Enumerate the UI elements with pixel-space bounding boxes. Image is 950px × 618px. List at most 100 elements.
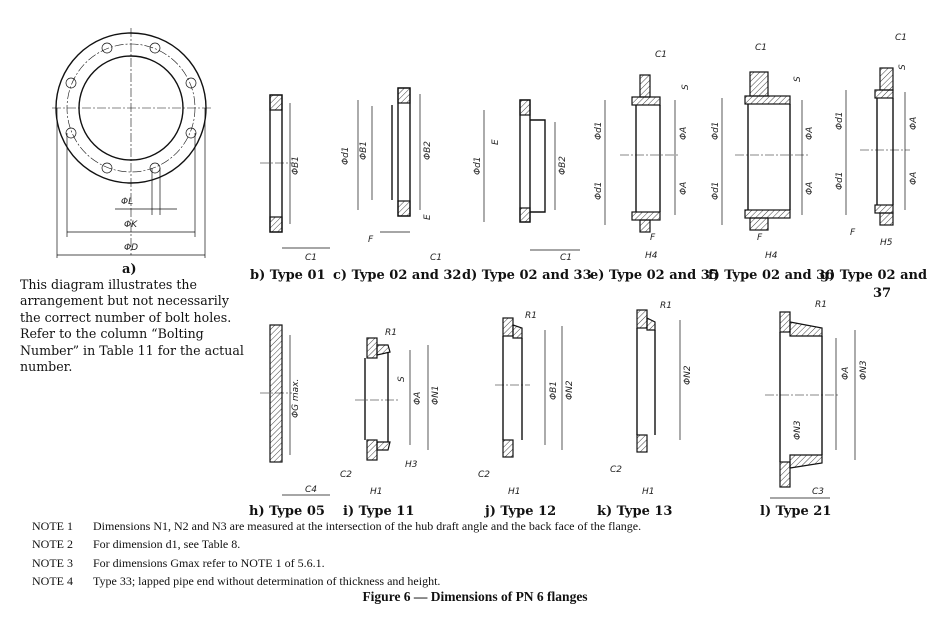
dim-label: ΦB2 xyxy=(423,141,433,160)
type-05: ΦG max. C4 h) Type 05 xyxy=(249,324,330,519)
dim-label: H1 xyxy=(370,487,383,497)
dim-label: ΦN2 xyxy=(683,365,693,385)
dim-label: C2 xyxy=(340,470,352,480)
note-label: NOTE 2 xyxy=(32,537,73,552)
dim-label: S xyxy=(793,76,803,82)
caption-c: c) Type 02 and 32 xyxy=(333,268,461,283)
dim-label: ΦA xyxy=(805,182,815,195)
type-02-33: Φd1 E ΦB2 C1 d) Type 02 and 33 xyxy=(462,99,592,283)
dim-label: C1 xyxy=(755,43,767,53)
dim-label: ΦA xyxy=(909,117,919,130)
dim-label: C1 xyxy=(305,253,317,263)
type-13: R1 ΦN2 C2 H1 k) Type 13 xyxy=(597,301,693,519)
dim-label: C1 xyxy=(895,33,907,43)
caption-e: e) Type 02 and 35 xyxy=(590,268,719,283)
caption-d: d) Type 02 and 33 xyxy=(462,268,592,283)
dim-label: C1 xyxy=(430,253,442,263)
dim-label: Φd1 xyxy=(594,121,604,140)
dim-label: S xyxy=(397,376,407,382)
caption-g-line2: 37 xyxy=(873,286,891,301)
type-21: R1 ΦA ΦN3 ΦN3 C3 l) Type 21 xyxy=(760,300,869,519)
note-3: NOTE 3 For dimensions Gmax refer to NOTE … xyxy=(32,554,641,572)
note-text: For dimension d1, see Table 8. xyxy=(93,537,241,552)
type-02-32: Φd1 ΦB1 ΦB2 E F C1 c) Type 02 and 32 xyxy=(333,87,461,283)
dim-label: R1 xyxy=(815,300,827,310)
caption-b: b) Type 01 xyxy=(250,268,326,283)
dim-label: ΦA xyxy=(679,127,689,140)
dim-label: C1 xyxy=(655,50,667,60)
dim-label: Φd1 xyxy=(711,121,721,140)
bolt-holes xyxy=(65,42,197,174)
dim-label: H4 xyxy=(645,251,658,261)
dim-label: H1 xyxy=(508,487,521,497)
dim-label: Φd1 xyxy=(594,181,604,200)
dim-label: C4 xyxy=(305,485,317,495)
type-01: ΦB1 C1 b) Type 01 xyxy=(250,94,330,283)
dim-label: ΦA xyxy=(679,182,689,195)
dim-label: F xyxy=(650,233,656,243)
caption-a: a) xyxy=(122,262,137,277)
dim-label: C1 xyxy=(560,253,572,263)
dim-label: E xyxy=(491,139,501,145)
dim-label: S xyxy=(681,84,691,90)
caption-g: g) Type 02 and xyxy=(820,268,927,283)
figure-title: Figure 6 — Dimensions of PN 6 flanges xyxy=(362,589,588,604)
dim-label: ΦN3 xyxy=(859,360,869,380)
dim-label: F xyxy=(757,233,763,243)
dim-label: ΦA xyxy=(413,392,423,405)
dim-label: F xyxy=(368,235,374,245)
note-label: NOTE 1 xyxy=(32,519,73,533)
dim-label: ΦA xyxy=(841,367,851,380)
dim-label: C2 xyxy=(610,465,622,475)
dim-label: E xyxy=(423,214,433,220)
dim-label: S xyxy=(898,64,908,70)
note-4: NOTE 4 Type 33; lapped pipe end without d… xyxy=(32,572,641,590)
dim-label: Φd1 xyxy=(835,171,845,190)
dim-label: ΦA xyxy=(909,172,919,185)
dim-label: C2 xyxy=(478,470,490,480)
dim-label: H1 xyxy=(642,487,655,497)
caption-l: l) Type 21 xyxy=(760,504,831,519)
dim-K: ΦK xyxy=(124,220,138,230)
dim-label: Φd1 xyxy=(835,111,845,130)
dim-L: ΦL xyxy=(121,197,133,207)
caption-i: i) Type 11 xyxy=(343,504,414,519)
type-12: R1 ΦB1 ΦN2 C2 H1 j) Type 12 xyxy=(478,311,575,519)
type-02-37: C1 S ΦA ΦA Φd1 Φd1 H5 F g) Type 02 and 3… xyxy=(820,33,927,301)
note-text: For dimensions Gmax refer to NOTE 1 of 5… xyxy=(93,555,325,570)
dim-label: ΦN1 xyxy=(431,385,441,405)
dim-label: R1 xyxy=(660,301,672,311)
note-label: NOTE 4 xyxy=(32,573,73,588)
diagram-a-description: This diagram illustrates the arrangement… xyxy=(20,277,244,375)
dim-label: H4 xyxy=(765,251,778,261)
notes: NOTE 1 Dimensions N1, N2 and N3 are measu… xyxy=(32,517,641,590)
note-text: Dimensions N1, N2 and N3 are measured at… xyxy=(93,519,642,533)
caption-k: k) Type 13 xyxy=(597,504,672,519)
dim-label: C3 xyxy=(812,487,824,497)
caption-h: h) Type 05 xyxy=(249,504,325,519)
dim-label: H5 xyxy=(880,238,893,248)
note-1: NOTE 1 Dimensions N1, N2 and N3 are measu… xyxy=(32,517,641,535)
dim-label: H3 xyxy=(405,460,418,470)
dim-label: ΦB1 xyxy=(291,156,301,175)
dim-label: F xyxy=(850,228,856,238)
dim-label: R1 xyxy=(525,311,537,321)
note-label: NOTE 3 xyxy=(32,555,73,570)
type-02-36: C1 S ΦA ΦA Φd1 Φd1 H4 F f) Type 02 and 3… xyxy=(708,43,834,283)
dim-D: ΦD xyxy=(124,243,138,253)
note-2: NOTE 2 For dimension d1, see Table 8. xyxy=(32,535,641,553)
dim-label: Φd1 xyxy=(341,146,351,165)
caption-f: f) Type 02 and 36 xyxy=(708,268,834,283)
caption-j: j) Type 12 xyxy=(484,504,556,519)
dim-label: R1 xyxy=(385,328,397,338)
type-02-35: C1 S ΦA ΦA Φd1 Φd1 H4 F e) Type 02 and 3… xyxy=(590,50,719,283)
dim-label: ΦG max. xyxy=(291,379,301,418)
dim-label: ΦB2 xyxy=(558,156,568,175)
flange-front-view: ΦL ΦK ΦD a) xyxy=(52,28,212,277)
dim-label: Φd1 xyxy=(711,181,721,200)
note-text: Type 33; lapped pipe end without determi… xyxy=(93,573,441,588)
dim-label: ΦA xyxy=(805,127,815,140)
dim-label: Φd1 xyxy=(473,156,483,175)
dim-label: ΦN2 xyxy=(565,380,575,400)
